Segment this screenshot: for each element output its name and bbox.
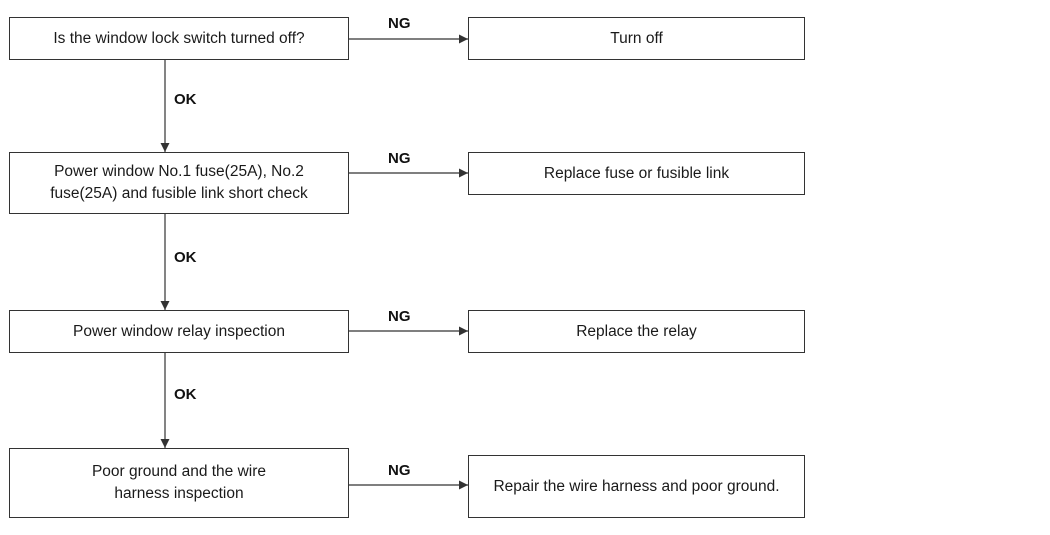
remedy-box-1: Turn off	[468, 17, 805, 60]
remedy-box-2: Replace fuse or fusible link	[468, 152, 805, 195]
step-box-3: Power window relay inspection	[9, 310, 349, 353]
remedy-box-3: Replace the relay	[468, 310, 805, 353]
step-text-1: Is the window lock switch turned off?	[53, 29, 305, 47]
remedy-box-4: Repair the wire harness and poor ground.	[468, 455, 805, 518]
remedy-text-4: Repair the wire harness and poor ground.	[493, 477, 780, 495]
step-text-4: Poor ground and the wire harness inspect…	[91, 463, 267, 502]
remedy-text-2: Replace fuse or fusible link	[543, 164, 730, 182]
ok-label-1: OK	[174, 91, 197, 108]
ng-label-4: NG	[388, 462, 411, 479]
remedy-text-1: Turn off	[610, 29, 663, 47]
step-box-4: Poor ground and the wire harness inspect…	[9, 448, 349, 518]
step-box-1: Is the window lock switch turned off?	[9, 17, 349, 60]
ok-label-3: OK	[174, 386, 197, 403]
ng-label-1: NG	[388, 15, 411, 32]
ng-label-3: NG	[388, 308, 411, 325]
ng-label-2: NG	[388, 150, 411, 167]
step-text-2: Power window No.1 fuse(25A), No.2 fuse(2…	[50, 163, 308, 202]
step-text-3: Power window relay inspection	[73, 322, 285, 340]
ok-label-2: OK	[174, 249, 197, 266]
remedy-text-3: Replace the relay	[576, 322, 697, 340]
step-box-2: Power window No.1 fuse(25A), No.2 fuse(2…	[9, 152, 349, 214]
